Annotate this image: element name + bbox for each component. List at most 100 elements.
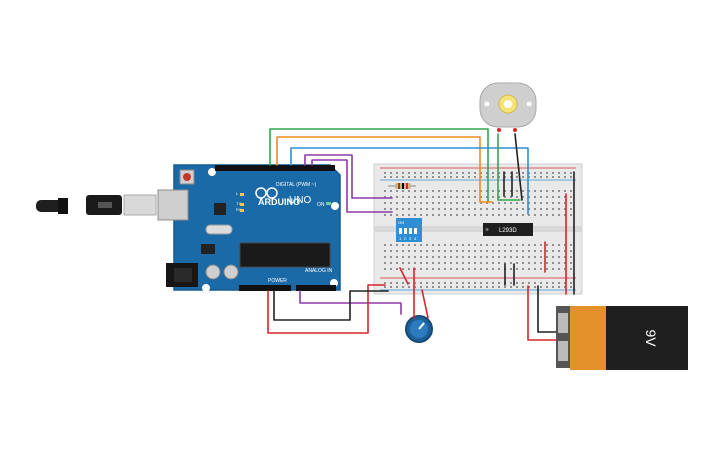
breadboard-hole[interactable] bbox=[480, 208, 482, 210]
breadboard-hole[interactable] bbox=[528, 256, 530, 258]
breadboard-hole[interactable] bbox=[390, 196, 392, 198]
breadboard-hole[interactable] bbox=[558, 268, 560, 270]
breadboard-hole[interactable] bbox=[510, 286, 512, 288]
breadboard-hole[interactable] bbox=[402, 268, 404, 270]
wire-battery-black[interactable] bbox=[537, 285, 557, 333]
breadboard-hole[interactable] bbox=[414, 250, 416, 252]
breadboard-hole[interactable] bbox=[384, 208, 386, 210]
breadboard-hole[interactable] bbox=[426, 262, 428, 264]
breadboard-hole[interactable] bbox=[534, 244, 536, 246]
breadboard-hole[interactable] bbox=[522, 190, 524, 192]
breadboard-hole[interactable] bbox=[462, 282, 464, 284]
breadboard-hole[interactable] bbox=[510, 268, 512, 270]
breadboard-hole[interactable] bbox=[474, 244, 476, 246]
breadboard-hole[interactable] bbox=[480, 262, 482, 264]
potentiometer[interactable] bbox=[405, 315, 433, 343]
breadboard-hole[interactable] bbox=[528, 190, 530, 192]
breadboard-hole[interactable] bbox=[528, 282, 530, 284]
breadboard-hole[interactable] bbox=[570, 250, 572, 252]
breadboard-hole[interactable] bbox=[498, 202, 500, 204]
breadboard-hole[interactable] bbox=[564, 208, 566, 210]
breadboard-hole[interactable] bbox=[468, 244, 470, 246]
breadboard-hole[interactable] bbox=[558, 250, 560, 252]
breadboard-hole[interactable] bbox=[504, 176, 506, 178]
breadboard-hole[interactable] bbox=[444, 190, 446, 192]
breadboard-hole[interactable] bbox=[498, 256, 500, 258]
breadboard-hole[interactable] bbox=[420, 250, 422, 252]
breadboard-hole[interactable] bbox=[432, 256, 434, 258]
breadboard-hole[interactable] bbox=[480, 282, 482, 284]
breadboard-hole[interactable] bbox=[504, 208, 506, 210]
breadboard-hole[interactable] bbox=[390, 286, 392, 288]
breadboard-hole[interactable] bbox=[570, 214, 572, 216]
breadboard-hole[interactable] bbox=[420, 286, 422, 288]
breadboard-hole[interactable] bbox=[558, 244, 560, 246]
breadboard-hole[interactable] bbox=[432, 208, 434, 210]
breadboard-hole[interactable] bbox=[498, 176, 500, 178]
breadboard-hole[interactable] bbox=[510, 244, 512, 246]
breadboard-hole[interactable] bbox=[546, 190, 548, 192]
breadboard-hole[interactable] bbox=[450, 172, 452, 174]
breadboard-hole[interactable] bbox=[474, 202, 476, 204]
breadboard-hole[interactable] bbox=[558, 262, 560, 264]
breadboard-hole[interactable] bbox=[408, 262, 410, 264]
breadboard-hole[interactable] bbox=[450, 190, 452, 192]
breadboard-hole[interactable] bbox=[546, 214, 548, 216]
breadboard-hole[interactable] bbox=[426, 202, 428, 204]
breadboard-hole[interactable] bbox=[570, 262, 572, 264]
breadboard-hole[interactable] bbox=[414, 172, 416, 174]
breadboard-hole[interactable] bbox=[432, 196, 434, 198]
breadboard-hole[interactable] bbox=[570, 176, 572, 178]
breadboard-hole[interactable] bbox=[420, 256, 422, 258]
wire-red-5v[interactable] bbox=[267, 284, 386, 334]
breadboard-hole[interactable] bbox=[558, 196, 560, 198]
breadboard-hole[interactable] bbox=[408, 172, 410, 174]
breadboard-hole[interactable] bbox=[528, 214, 530, 216]
breadboard-hole[interactable] bbox=[534, 282, 536, 284]
breadboard-hole[interactable] bbox=[438, 256, 440, 258]
breadboard-hole[interactable] bbox=[396, 196, 398, 198]
breadboard-hole[interactable] bbox=[444, 208, 446, 210]
breadboard-hole[interactable] bbox=[558, 286, 560, 288]
breadboard-hole[interactable] bbox=[468, 282, 470, 284]
breadboard-hole[interactable] bbox=[462, 190, 464, 192]
breadboard-hole[interactable] bbox=[462, 196, 464, 198]
breadboard-hole[interactable] bbox=[516, 214, 518, 216]
breadboard-hole[interactable] bbox=[486, 286, 488, 288]
breadboard-hole[interactable] bbox=[552, 214, 554, 216]
breadboard-hole[interactable] bbox=[546, 286, 548, 288]
breadboard-hole[interactable] bbox=[570, 190, 572, 192]
breadboard-hole[interactable] bbox=[516, 176, 518, 178]
breadboard-hole[interactable] bbox=[384, 244, 386, 246]
breadboard-hole[interactable] bbox=[564, 190, 566, 192]
breadboard-hole[interactable] bbox=[414, 176, 416, 178]
breadboard-hole[interactable] bbox=[438, 196, 440, 198]
breadboard-hole[interactable] bbox=[414, 282, 416, 284]
breadboard-hole[interactable] bbox=[444, 256, 446, 258]
breadboard-hole[interactable] bbox=[564, 172, 566, 174]
breadboard-hole[interactable] bbox=[474, 286, 476, 288]
wire-orange[interactable] bbox=[276, 136, 493, 203]
breadboard-hole[interactable] bbox=[570, 256, 572, 258]
breadboard-hole[interactable] bbox=[414, 214, 416, 216]
breadboard-hole[interactable] bbox=[480, 244, 482, 246]
breadboard-hole[interactable] bbox=[438, 282, 440, 284]
breadboard-hole[interactable] bbox=[558, 282, 560, 284]
breadboard-hole[interactable] bbox=[546, 202, 548, 204]
breadboard-hole[interactable] bbox=[450, 268, 452, 270]
breadboard-hole[interactable] bbox=[408, 268, 410, 270]
breadboard-hole[interactable] bbox=[486, 282, 488, 284]
breadboard-hole[interactable] bbox=[492, 176, 494, 178]
breadboard-hole[interactable] bbox=[546, 244, 548, 246]
dip-toggle-2[interactable] bbox=[404, 228, 407, 234]
breadboard-hole[interactable] bbox=[522, 268, 524, 270]
breadboard-hole[interactable] bbox=[498, 262, 500, 264]
breadboard-hole[interactable] bbox=[456, 196, 458, 198]
digital-header[interactable] bbox=[215, 165, 335, 171]
breadboard-hole[interactable] bbox=[408, 190, 410, 192]
breadboard-hole[interactable] bbox=[552, 196, 554, 198]
breadboard-hole[interactable] bbox=[474, 282, 476, 284]
breadboard-hole[interactable] bbox=[540, 176, 542, 178]
breadboard-hole[interactable] bbox=[408, 286, 410, 288]
